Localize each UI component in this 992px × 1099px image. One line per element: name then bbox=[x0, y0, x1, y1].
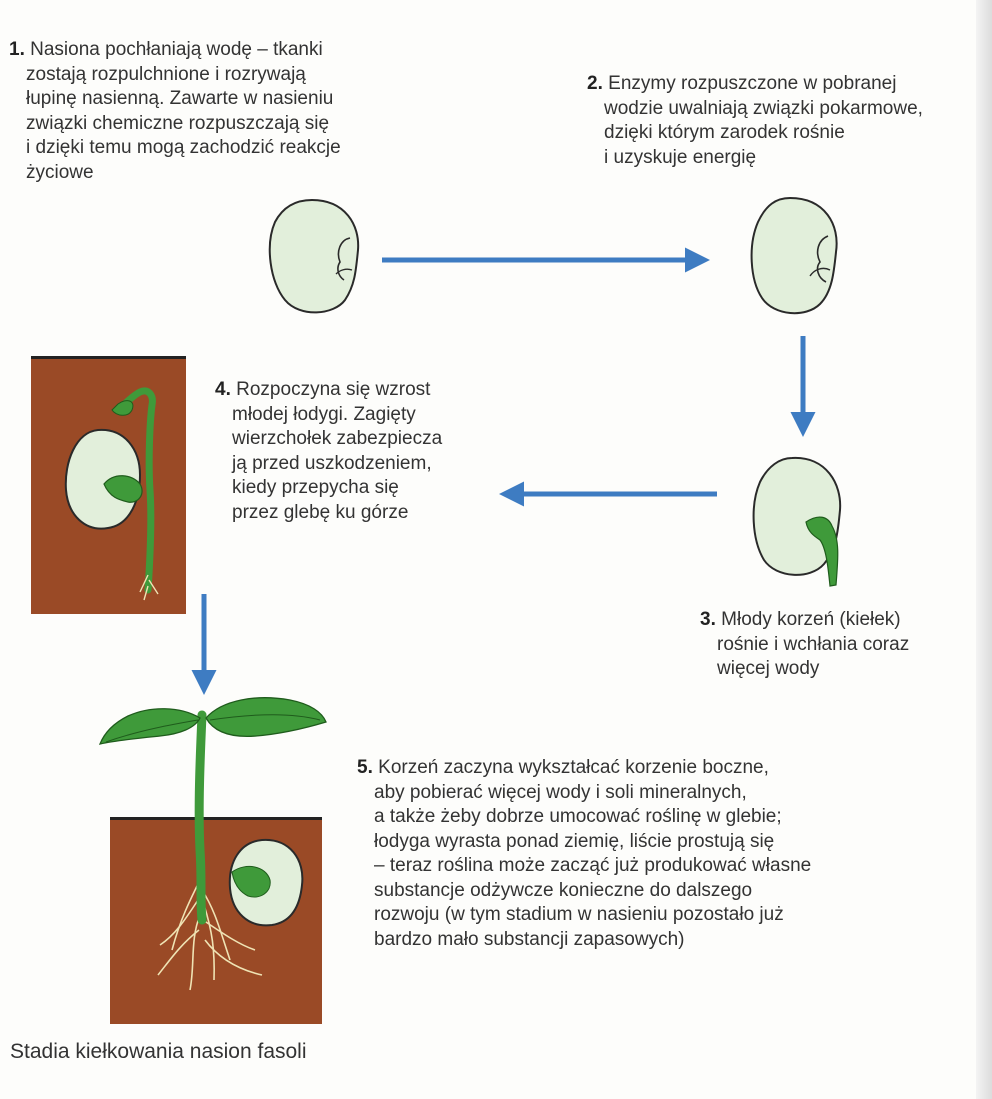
stage-1-line-1: Nasiona pochłaniają wodę – tkanki bbox=[30, 39, 323, 60]
stage-4-line-4: ją przed uszkodzeniem, bbox=[215, 452, 442, 477]
figure-caption: Stadia kiełkowania nasion fasoli bbox=[10, 1040, 307, 1064]
stage-5-line-4: łodyga wyrasta ponad ziemię, liście pros… bbox=[357, 830, 811, 855]
stage-5-line-6: substancje odżywcze konieczne do dalszeg… bbox=[357, 879, 811, 904]
stage-5-line-7: rozwoju (w tym stadium w nasieniu pozost… bbox=[357, 903, 811, 928]
stage-5-line-2: aby pobierać więcej wody i soli mineraln… bbox=[357, 781, 811, 806]
stage-4-line-5: kiedy przepycha się bbox=[215, 476, 442, 501]
soil-block-stage-4 bbox=[31, 356, 186, 614]
stage-5-line-8: bardzo mało substancji zapasowych) bbox=[357, 928, 811, 953]
stage-5-line-1: Korzeń zaczyna wykształcać korzenie bocz… bbox=[378, 757, 769, 778]
stage-4-number: 4. bbox=[215, 379, 231, 400]
stage-2-text: 2. Enzymy rozpuszczone w pobranej wodzie… bbox=[587, 72, 923, 170]
stage-3-line-1: Młody korzeń (kiełek) bbox=[721, 609, 901, 630]
stage-1-line-2: zostają rozpulchnione i rozrywają bbox=[9, 63, 341, 88]
stage-1-text: 1. Nasiona pochłaniają wodę – tkanki zos… bbox=[9, 38, 341, 185]
stage-1-number: 1. bbox=[9, 39, 25, 60]
plant-stage-5 bbox=[100, 698, 326, 1024]
stage-5-text: 5. Korzeń zaczyna wykształcać korzenie b… bbox=[357, 756, 811, 952]
stage-4-text: 4. Rozpoczyna się wzrost młodej łodygi. … bbox=[215, 378, 442, 525]
stage-2-line-4: i uzyskuje energię bbox=[587, 146, 923, 171]
stage-5-line-5: – teraz roślina może zacząć już produkow… bbox=[357, 854, 811, 879]
stage-3-text: 3. Młody korzeń (kiełek) rośnie i wchłan… bbox=[700, 608, 909, 682]
stage-3-line-2: rośnie i wchłania coraz bbox=[700, 633, 909, 658]
seed-stage-2 bbox=[752, 198, 837, 313]
stage-2-number: 2. bbox=[587, 73, 603, 94]
stage-5-number: 5. bbox=[357, 757, 373, 778]
stage-1-line-5: i dzięki temu mogą zachodzić reakcje bbox=[9, 136, 341, 161]
stage-3-number: 3. bbox=[700, 609, 716, 630]
seed-stage-1 bbox=[270, 200, 358, 312]
seed-stage-3 bbox=[754, 458, 841, 586]
stage-1-line-4: związki chemiczne rozpuszczają się bbox=[9, 112, 341, 137]
stage-2-line-1: Enzymy rozpuszczone w pobranej bbox=[608, 73, 896, 94]
stage-1-line-3: łupinę nasienną. Zawarte w nasieniu bbox=[9, 87, 341, 112]
stage-4-line-3: wierzchołek zabezpiecza bbox=[215, 427, 442, 452]
stage-1-line-6: życiowe bbox=[9, 161, 341, 186]
stage-4-line-2: młodej łodygi. Zagięty bbox=[215, 403, 442, 428]
stage-4-line-1: Rozpoczyna się wzrost bbox=[236, 379, 430, 400]
stage-2-line-2: wodzie uwalniają związki pokarmowe, bbox=[587, 97, 923, 122]
stage-5-line-3: a także żeby dobrze umocować roślinę w g… bbox=[357, 805, 811, 830]
stage-3-line-3: więcej wody bbox=[700, 657, 909, 682]
stage-4-line-6: przez glebę ku górze bbox=[215, 501, 442, 526]
stage-2-line-3: dzięki którym zarodek rośnie bbox=[587, 121, 923, 146]
